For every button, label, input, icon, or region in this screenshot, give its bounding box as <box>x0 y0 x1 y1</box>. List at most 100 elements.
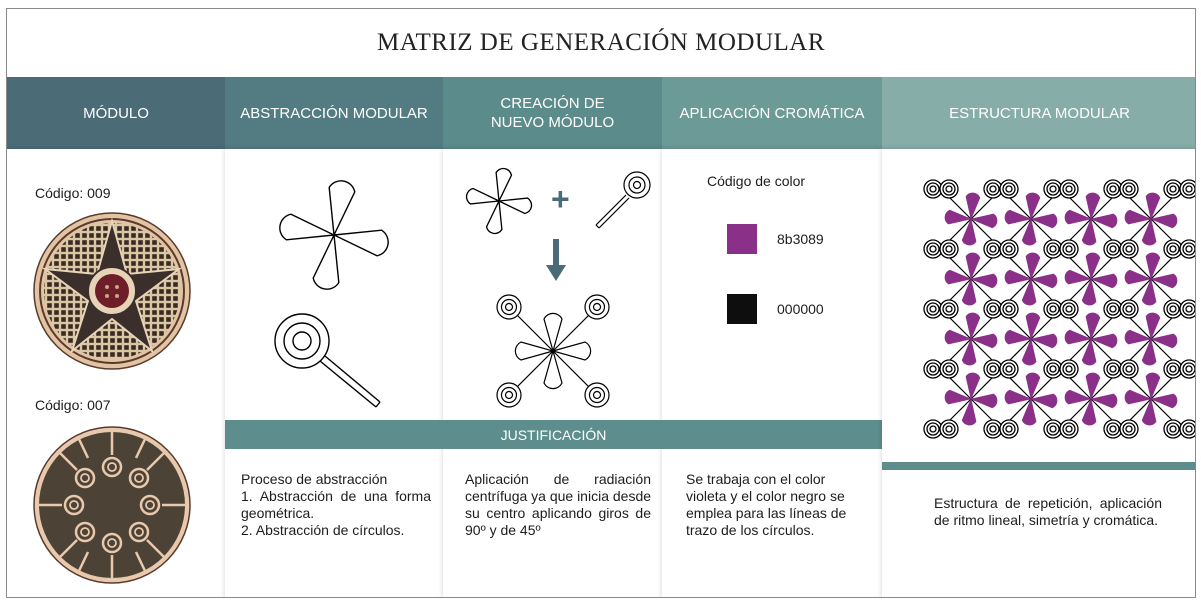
column-modulo: Código: 009 Código: 007 <box>7 149 225 597</box>
column-abstraccion: Proceso de abstracción 1. Abstracción de… <box>225 149 443 597</box>
pattern-ring-node <box>1163 299 1183 319</box>
pattern-ring-node <box>1059 299 1079 319</box>
pattern-ring-node <box>1059 359 1079 379</box>
pattern-ring-node <box>1119 179 1139 199</box>
pattern-ring-node <box>1043 419 1063 439</box>
pattern-ring-node <box>1179 359 1195 379</box>
small-petal-icon <box>465 167 533 235</box>
pattern-module <box>1064 372 1118 426</box>
abstraccion-line3: 2. Abstracción de círculos. <box>241 522 405 538</box>
pattern-ring-node <box>1059 239 1079 259</box>
pattern-module <box>1004 192 1058 246</box>
pattern-module <box>1064 252 1118 306</box>
pattern-ring-node <box>939 359 959 379</box>
pattern-module <box>944 312 998 366</box>
pattern-module <box>1004 312 1058 366</box>
pattern-module <box>944 192 998 246</box>
pattern-module <box>1124 372 1178 426</box>
pattern-ring-node <box>1059 419 1079 439</box>
pattern-module <box>1064 312 1118 366</box>
pattern-ring-node <box>1043 359 1063 379</box>
new-module-icon <box>496 294 610 408</box>
pattern-ring-node <box>1179 179 1195 199</box>
pattern-ring-node <box>1059 179 1079 199</box>
pattern-ring-node <box>1043 239 1063 259</box>
pattern-ring-node <box>999 299 1019 319</box>
pattern-ring-node <box>1103 179 1123 199</box>
pattern-ring-node <box>939 239 959 259</box>
pattern-ring-node <box>999 179 1019 199</box>
estructura-divider <box>882 462 1195 470</box>
pattern-ring-node <box>999 359 1019 379</box>
pattern-ring-node <box>923 239 943 259</box>
arrow-down-icon <box>546 239 566 281</box>
header-estructura: ESTRUCTURA MODULAR <box>882 77 1195 149</box>
swatch-black-label: 000000 <box>777 301 824 317</box>
pattern-ring-node <box>1103 299 1123 319</box>
petal-abstraction-icon <box>279 180 389 290</box>
small-circle-icon <box>595 171 651 229</box>
pattern-ring-node <box>1103 359 1123 379</box>
header-creacion: CREACIÓN DE NUEVO MÓDULO <box>443 77 662 149</box>
module-007-image <box>33 426 191 584</box>
header-creacion-line2: NUEVO MÓDULO <box>490 114 615 131</box>
circle-abstraction-icon <box>274 313 381 408</box>
pattern-ring-node <box>1179 419 1195 439</box>
pattern-module <box>1064 192 1118 246</box>
pattern-ring-node <box>1179 299 1195 319</box>
pattern-ring-node <box>923 179 943 199</box>
pattern-ring-node <box>939 299 959 319</box>
header-aplicacion: APLICACIÓN CROMÁTICA <box>662 77 882 149</box>
pattern-ring-node <box>1163 359 1183 379</box>
column-creacion: + <box>443 149 662 597</box>
header-creacion-line1: CREACIÓN DE <box>500 95 605 112</box>
pattern-ring-node <box>1043 299 1063 319</box>
pattern-ring-node <box>983 239 1003 259</box>
swatch-black <box>727 294 757 324</box>
header-modulo: MÓDULO <box>7 77 225 149</box>
pattern-ring-node <box>923 359 943 379</box>
pattern-ring-node <box>1119 239 1139 259</box>
pattern-ring-node <box>1119 419 1139 439</box>
pattern-ring-node <box>1163 179 1183 199</box>
pattern-module <box>1004 372 1058 426</box>
pattern-ring-node <box>1163 239 1183 259</box>
pattern-ring-node <box>983 299 1003 319</box>
creacion-justification: Aplicación de radiación centrífuga ya qu… <box>465 471 652 538</box>
aplicacion-justification: Se trabaja con el color violeta y el col… <box>686 471 847 538</box>
swatch-violet-label: 8b3089 <box>777 231 824 247</box>
pattern-ring-node <box>1179 239 1195 259</box>
page-title: MATRIZ DE GENERACIÓN MODULAR <box>376 29 825 56</box>
estructura-justification: Estructura de repetición, aplicación de … <box>934 495 1162 528</box>
module-code-009: Código: 009 <box>35 185 111 201</box>
pattern-module <box>944 252 998 306</box>
pattern-ring-node <box>1119 359 1139 379</box>
abstraccion-line1: Proceso de abstracción <box>241 471 388 487</box>
pattern-module <box>1004 252 1058 306</box>
column-aplicacion: Código de color 8b3089 000000 Se trabaja… <box>662 149 882 597</box>
abstraccion-line2: 1. Abstracción de una forma geométrica. <box>241 488 431 521</box>
plus-sign: + <box>551 181 570 217</box>
pattern-module <box>1124 312 1178 366</box>
modular-structure-pattern <box>923 179 1195 439</box>
color-code-heading: Código de color <box>707 173 806 189</box>
pattern-ring-node <box>1119 299 1139 319</box>
pattern-ring-node <box>983 179 1003 199</box>
pattern-ring-node <box>1103 239 1123 259</box>
pattern-module <box>1124 192 1178 246</box>
pattern-ring-node <box>1163 419 1183 439</box>
pattern-ring-node <box>1043 179 1063 199</box>
pattern-ring-node <box>983 359 1003 379</box>
header-abstraccion: ABSTRACCIÓN MODULAR <box>225 77 443 149</box>
justification-band: JUSTIFICACIÓN <box>225 420 882 449</box>
pattern-ring-node <box>999 419 1019 439</box>
pattern-ring-node <box>923 299 943 319</box>
modular-generation-matrix: MATRIZ DE GENERACIÓN MODULAR MÓDULO ABST… <box>6 8 1196 598</box>
pattern-module <box>944 372 998 426</box>
pattern-module <box>1124 252 1178 306</box>
module-code-007: Código: 007 <box>35 397 111 413</box>
pattern-ring-node <box>1103 419 1123 439</box>
pattern-ring-node <box>923 419 943 439</box>
abstraccion-justification: Proceso de abstracción 1. Abstracción de… <box>241 471 431 539</box>
pattern-ring-node <box>999 239 1019 259</box>
